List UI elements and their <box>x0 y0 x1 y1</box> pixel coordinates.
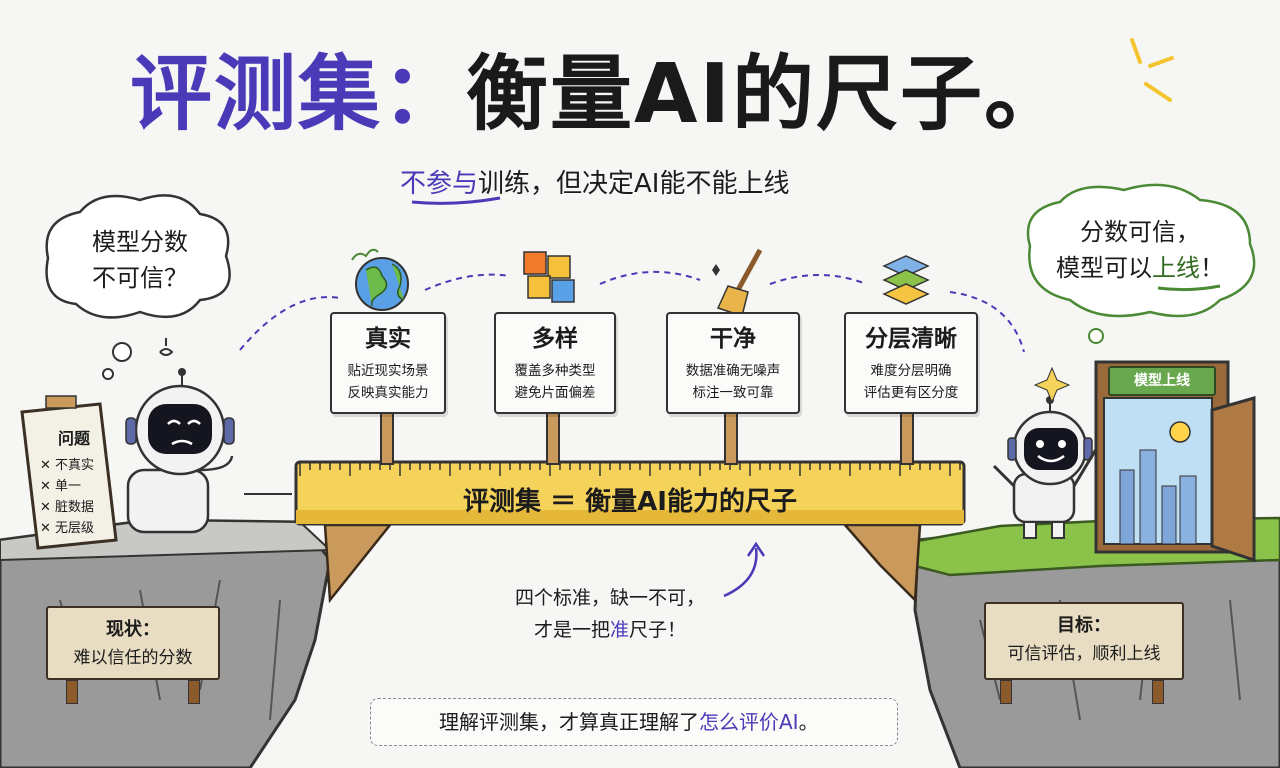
board-post <box>1000 680 1012 704</box>
broom-icon <box>712 248 763 317</box>
goal-board-right-line2: 可信评估，顺利上线 <box>1007 644 1161 664</box>
sad-robot <box>125 338 235 534</box>
criterion-desc: 数据准确无噪声 标注一致可靠 <box>668 360 798 404</box>
criterion-desc-line1: 覆盖多种类型 <box>514 363 596 379</box>
footer-highlight: 怎么评价AI <box>699 710 799 734</box>
criterion-desc: 难度分层明确 评估更有区分度 <box>846 360 976 404</box>
clipboard-item: ✕ 单一 <box>40 479 82 494</box>
footer-pre: 理解评测集，才算真正理解了 <box>439 710 699 734</box>
footer-text: 理解评测集，才算真正理解了怎么评价AI。 <box>439 699 819 745</box>
clipboard-item: ✕ 不真实 <box>40 458 95 473</box>
goal-board-right-line1: 目标： <box>1057 615 1111 636</box>
left-cloud-text: 模型分数 不可信？ <box>60 224 220 296</box>
right-cloud-line2-hl: 上线 <box>1152 254 1200 282</box>
board-post <box>66 680 78 704</box>
criterion-desc-line2: 评估更有区分度 <box>863 385 959 401</box>
note-line2-pre: 才是一把 <box>533 619 610 641</box>
subtitle: 不参与训练，但决定AI能不能上线 <box>400 166 880 202</box>
status-board-left-line2: 难以信任的分数 <box>73 648 193 668</box>
subtitle-rest: 训练，但决定AI能不能上线 <box>478 169 790 199</box>
footer-end: 。 <box>798 710 819 734</box>
status-board-left-line1: 现状： <box>106 619 160 640</box>
criterion-desc-line1: 难度分层明确 <box>870 363 952 379</box>
clipboard-item: ✕ 脏数据 <box>40 500 95 515</box>
happy-robot <box>992 396 1100 539</box>
title-part1: 评测集 <box>130 47 383 142</box>
right-cloud-line1: 分数可信， <box>1080 218 1200 246</box>
criterion-desc-line2: 反映真实能力 <box>347 385 429 401</box>
note-line2: 才是一把准尺子！ <box>490 614 730 646</box>
globe-icon <box>351 248 409 311</box>
title-part2: 衡量AI的尺子。 <box>466 47 1069 142</box>
criterion-desc: 贴近现实场景 反映真实能力 <box>332 360 444 404</box>
criterion-title: 分层清晰 <box>865 326 957 352</box>
title-colon: ： <box>382 47 467 142</box>
ruler-label: 评测集 ＝ 衡量AI能力的尺子 <box>463 487 797 517</box>
layers-icon <box>882 255 930 305</box>
left-thought-cloud <box>45 194 231 380</box>
criterion-desc: 覆盖多种类型 避免片面偏差 <box>496 360 614 404</box>
criterion-sign-clean: 干净 数据准确无噪声 标注一致可靠 <box>666 312 800 414</box>
right-cloud-line2-pre: 模型可以 <box>1056 254 1152 282</box>
footer-banner: 理解评测集，才算真正理解了怎么评价AI。 <box>370 698 898 746</box>
page-title: 评测集：衡量AI的尺子。 <box>130 40 1170 150</box>
note-line2-hl: 准 <box>609 619 629 641</box>
right-thought-cloud <box>1026 183 1256 344</box>
board-post <box>1152 680 1164 704</box>
criterion-desc-line1: 数据准确无噪声 <box>685 363 781 379</box>
board-post <box>188 680 200 704</box>
criterion-desc-line2: 标注一致可靠 <box>692 385 774 401</box>
left-cloud-line2: 不可信？ <box>92 264 188 292</box>
criterion-desc-line1: 贴近现实场景 <box>347 363 429 379</box>
subtitle-highlight: 不参与 <box>400 169 479 199</box>
criterion-title: 真实 <box>365 326 411 352</box>
goal-board-right: 目标： 可信评估，顺利上线 <box>984 602 1184 680</box>
status-board-left: 现状： 难以信任的分数 <box>46 606 220 680</box>
criterion-sign-diverse: 多样 覆盖多种类型 避免片面偏差 <box>494 312 616 414</box>
right-cloud-line2-end: ！ <box>1200 254 1224 282</box>
note-line1: 四个标准，缺一不可， <box>514 587 705 609</box>
note-line2-end: 尺子！ <box>629 619 687 641</box>
puzzle-icon <box>523 251 575 303</box>
problem-clipboard <box>20 395 118 550</box>
criterion-title: 多样 <box>532 326 578 352</box>
criterion-desc-line2: 避免片面偏差 <box>514 385 596 401</box>
clipboard-item: ✕ 无层级 <box>40 521 95 536</box>
clipboard-title: 问题 <box>57 429 90 448</box>
note-text: 四个标准，缺一不可， 才是一把准尺子！ <box>490 582 730 646</box>
criterion-sign-layered: 分层清晰 难度分层明确 评估更有区分度 <box>844 312 978 414</box>
left-cloud-line1: 模型分数 <box>92 228 188 256</box>
criterion-title: 干净 <box>710 326 756 352</box>
right-cloud-line2: 模型可以上线！ <box>1040 250 1240 286</box>
criterion-sign-real: 真实 贴近现实场景 反映真实能力 <box>330 312 446 414</box>
clipboard-items: ✕ 不真实 ✕ 单一 ✕ 脏数据 ✕ 无层级 <box>40 455 130 539</box>
right-cloud-text: 分数可信， 模型可以上线！ <box>1040 214 1240 286</box>
door-sign: 模型上线 <box>1108 366 1216 396</box>
